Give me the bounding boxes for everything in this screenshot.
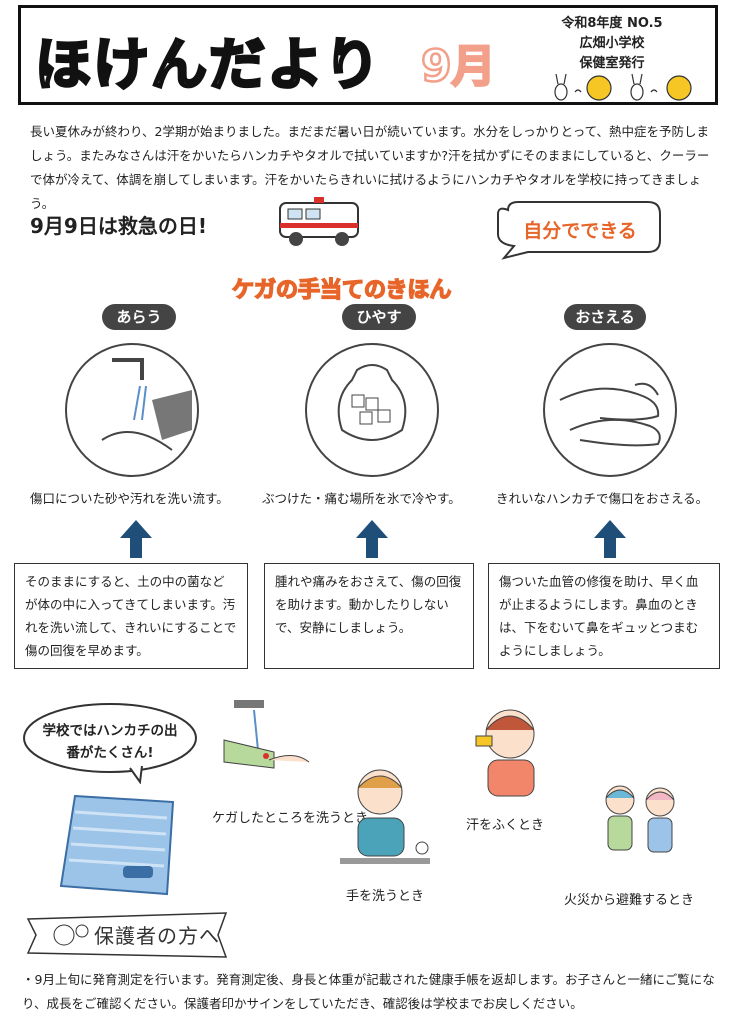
arrow-up-icon <box>356 520 388 558</box>
use-evacuate-label: 火災から避難するとき <box>564 893 695 908</box>
wash-wound-icon <box>223 700 310 769</box>
detail-box-press: 傷ついた血管の修復を助け、早く血が止まるようにします。鼻血のときは、下をむいて鼻… <box>488 563 720 669</box>
children-evacuating-icon <box>605 785 675 853</box>
handkerchief-bubble-text: 学校ではハンカチの出番がたくさん! <box>42 723 178 761</box>
speech-bubble <box>497 201 661 260</box>
boy-washing-hands-icon <box>340 769 430 864</box>
girl-wiping-sweat-icon <box>475 709 535 797</box>
step-cool-caption: ぶつけた・痛む場所を氷で冷やす。 <box>262 491 461 506</box>
school-name: 広畑小学校 <box>579 36 645 51</box>
first-aid-day-heading: 9月9日は救急の日! <box>30 214 207 238</box>
parents-banner <box>26 912 228 958</box>
step-press-label: おさえる <box>564 304 646 330</box>
first-aid-subtitle: ケガの手当てのきほん <box>231 277 452 304</box>
arrow-up-icon <box>120 520 152 558</box>
ambulance-icon <box>279 197 359 246</box>
use-wipe-sweat-label: 汗をふくとき <box>466 818 545 833</box>
detail-box-cool: 腫れや痛みをおさえて、傷の回復を助けます。動かしたりしないで、安静にしましょう。 <box>264 563 474 669</box>
publisher: 保健室発行 <box>579 56 645 71</box>
issue-info: 令和8年度 NO.5 広畑小学校 保健室発行 <box>537 14 687 74</box>
press-wound-icon <box>543 343 677 477</box>
use-wash-wound-label: ケガしたところを洗うとき <box>212 811 369 826</box>
ice-bag-icon <box>305 343 439 477</box>
step-cool: ひやす <box>302 300 502 480</box>
detail-box-wash: そのままにすると、土の中の菌などが体の中に入ってきてしまいます。汚れを洗い流して… <box>14 563 248 669</box>
newsletter-header: ほけんだより 9月 令和8年度 NO.5 広畑小学校 保健室発行 <box>18 5 718 105</box>
handkerchief-speech-bubble <box>23 703 197 784</box>
step-press: おさえる <box>540 300 740 480</box>
bubble-self-care: 自分でできる <box>523 220 637 242</box>
handkerchief-icon <box>59 794 175 896</box>
parents-banner-text: 保護者の方へ <box>94 924 220 948</box>
faucet-wash-icon <box>65 343 199 477</box>
newsletter-title: ほけんだより <box>34 32 382 100</box>
parents-notice: ・9月上旬に発育測定を行います。発育測定後、身長と体重が記載された健康手帳を返却… <box>22 972 715 1011</box>
rabbit-moon-decoration-icon <box>554 73 692 101</box>
issue-number: 令和8年度 NO.5 <box>561 16 663 31</box>
newsletter-month: 9月 <box>420 40 497 94</box>
step-wash: あらう <box>62 300 262 480</box>
step-wash-label: あらう <box>102 304 176 330</box>
intro-paragraph: 長い夏休みが終わり、2学期が始まりました。まだまだ暑い日が続いています。水分をし… <box>30 124 710 211</box>
use-wash-hands-label: 手を洗うとき <box>346 889 425 904</box>
step-cool-label: ひやす <box>342 304 416 330</box>
step-press-caption: きれいなハンカチで傷口をおさえる。 <box>496 491 709 506</box>
arrow-up-icon <box>594 520 626 558</box>
step-wash-caption: 傷口についた砂や汚れを洗い流す。 <box>30 491 229 506</box>
